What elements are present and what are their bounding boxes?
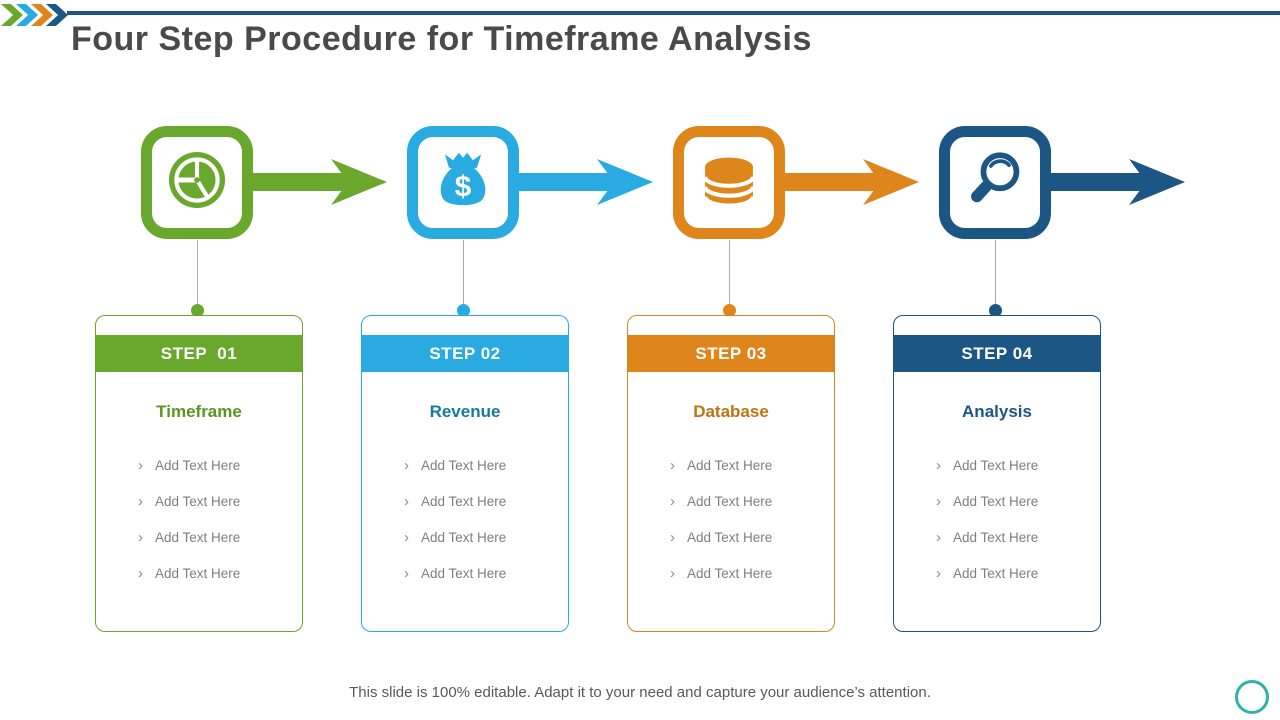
list-item[interactable]: › Add Text Here — [670, 458, 834, 473]
connector-dot — [723, 304, 736, 317]
bullet-text: Add Text Here — [155, 458, 241, 473]
magnifier-icon — [962, 147, 1028, 218]
bullet-marker: › — [936, 529, 941, 546]
bullet-marker: › — [138, 493, 143, 510]
list-item[interactable]: › Add Text Here — [936, 494, 1100, 509]
step3-icon-box — [673, 126, 785, 239]
connector-dot — [989, 304, 1002, 317]
flow-arrow-blue — [519, 159, 653, 205]
bullet-marker: › — [138, 457, 143, 474]
svg-text:$: $ — [455, 171, 472, 204]
list-item[interactable]: › Add Text Here — [936, 530, 1100, 545]
bullet-text: Add Text Here — [953, 530, 1039, 545]
step-title: Revenue — [429, 402, 501, 421]
step4-icon-box — [939, 126, 1051, 239]
database-icon — [696, 147, 762, 218]
step-title: Analysis — [962, 402, 1032, 421]
connector-line — [197, 240, 198, 306]
bullet-text: Add Text Here — [421, 566, 507, 581]
logo-circle — [1235, 680, 1269, 714]
money-bag-icon: $ — [430, 147, 496, 218]
list-item[interactable]: › Add Text Here — [404, 530, 568, 545]
step-title: Timeframe — [156, 402, 242, 421]
step-title: Database — [693, 402, 769, 421]
bullet-marker: › — [404, 493, 409, 510]
step1-icon-box — [141, 126, 253, 239]
bullet-text: Add Text Here — [421, 458, 507, 473]
bullet-text: Add Text Here — [687, 494, 773, 509]
bullet-text: Add Text Here — [687, 530, 773, 545]
bullet-marker: › — [670, 493, 675, 510]
list-item[interactable]: › Add Text Here — [138, 494, 302, 509]
list-item[interactable]: › Add Text Here — [404, 566, 568, 581]
connector-line — [729, 240, 730, 306]
slide-title: Four Step Procedure for Timeframe Analys… — [71, 20, 812, 58]
bullet-text: Add Text Here — [421, 494, 507, 509]
step-card-1: STEP 01 Timeframe › Add Text Here › Add Te… — [95, 315, 303, 632]
top-accent-line — [67, 11, 1280, 15]
step-card-3: STEP 03 Database › Add Text Here › Add Tex… — [627, 315, 835, 632]
connector-dot — [457, 304, 470, 317]
connector-line — [463, 240, 464, 306]
bullet-text: Add Text Here — [687, 458, 773, 473]
bullet-text: Add Text Here — [155, 566, 241, 581]
bullet-text: Add Text Here — [953, 566, 1039, 581]
bullet-marker: › — [670, 565, 675, 582]
list-item[interactable]: › Add Text Here — [936, 458, 1100, 473]
bullet-list: › Add Text Here › Add Text Here › Add Text … — [894, 458, 1100, 581]
bullet-text: Add Text Here — [953, 458, 1039, 473]
step-card-2: STEP 02 Revenue › Add Text Here › Add Text… — [361, 315, 569, 632]
bullet-marker: › — [138, 565, 143, 582]
clock-icon — [164, 147, 230, 218]
step-header: STEP 02 — [362, 335, 568, 372]
bullet-marker: › — [404, 529, 409, 546]
list-item[interactable]: › Add Text Here — [670, 494, 834, 509]
list-item[interactable]: › Add Text Here — [404, 494, 568, 509]
bullet-marker: › — [936, 565, 941, 582]
flow-arrow-green — [253, 159, 387, 205]
list-item[interactable]: › Add Text Here — [404, 458, 568, 473]
bullet-text: Add Text Here — [687, 566, 773, 581]
list-item[interactable]: › Add Text Here — [670, 566, 834, 581]
step-header: STEP 03 — [628, 335, 834, 372]
list-item[interactable]: › Add Text Here — [936, 566, 1100, 581]
bullet-text: Add Text Here — [155, 530, 241, 545]
list-item[interactable]: › Add Text Here — [138, 458, 302, 473]
bullet-marker: › — [404, 565, 409, 582]
bullet-text: Add Text Here — [421, 530, 507, 545]
flow-arrow-orange — [785, 159, 919, 205]
list-item[interactable]: › Add Text Here — [138, 566, 302, 581]
bullet-marker: › — [670, 529, 675, 546]
connector-line — [995, 240, 996, 306]
bullet-list: › Add Text Here › Add Text Here › Add Text … — [628, 458, 834, 581]
bullet-marker: › — [936, 457, 941, 474]
connector-dot — [191, 304, 204, 317]
list-item[interactable]: › Add Text Here — [670, 530, 834, 545]
step2-icon-box: $ — [407, 126, 519, 239]
bullet-list: › Add Text Here › Add Text Here › Add Text … — [362, 458, 568, 581]
bullet-marker: › — [936, 493, 941, 510]
bullet-text: Add Text Here — [953, 494, 1039, 509]
bullet-marker: › — [670, 457, 675, 474]
bullet-list: › Add Text Here › Add Text Here › Add Text … — [96, 458, 302, 581]
flow-arrow-navy — [1051, 159, 1185, 205]
footer-note: This slide is 100% editable. Adapt it to… — [349, 684, 931, 701]
bullet-text: Add Text Here — [155, 494, 241, 509]
step-card-4: STEP 04 Analysis › Add Text Here › Add Tex… — [893, 315, 1101, 632]
bullet-marker: › — [138, 529, 143, 546]
step-header: STEP 01 — [96, 335, 302, 372]
step-header: STEP 04 — [894, 335, 1100, 372]
list-item[interactable]: › Add Text Here — [138, 530, 302, 545]
bullet-marker: › — [404, 457, 409, 474]
